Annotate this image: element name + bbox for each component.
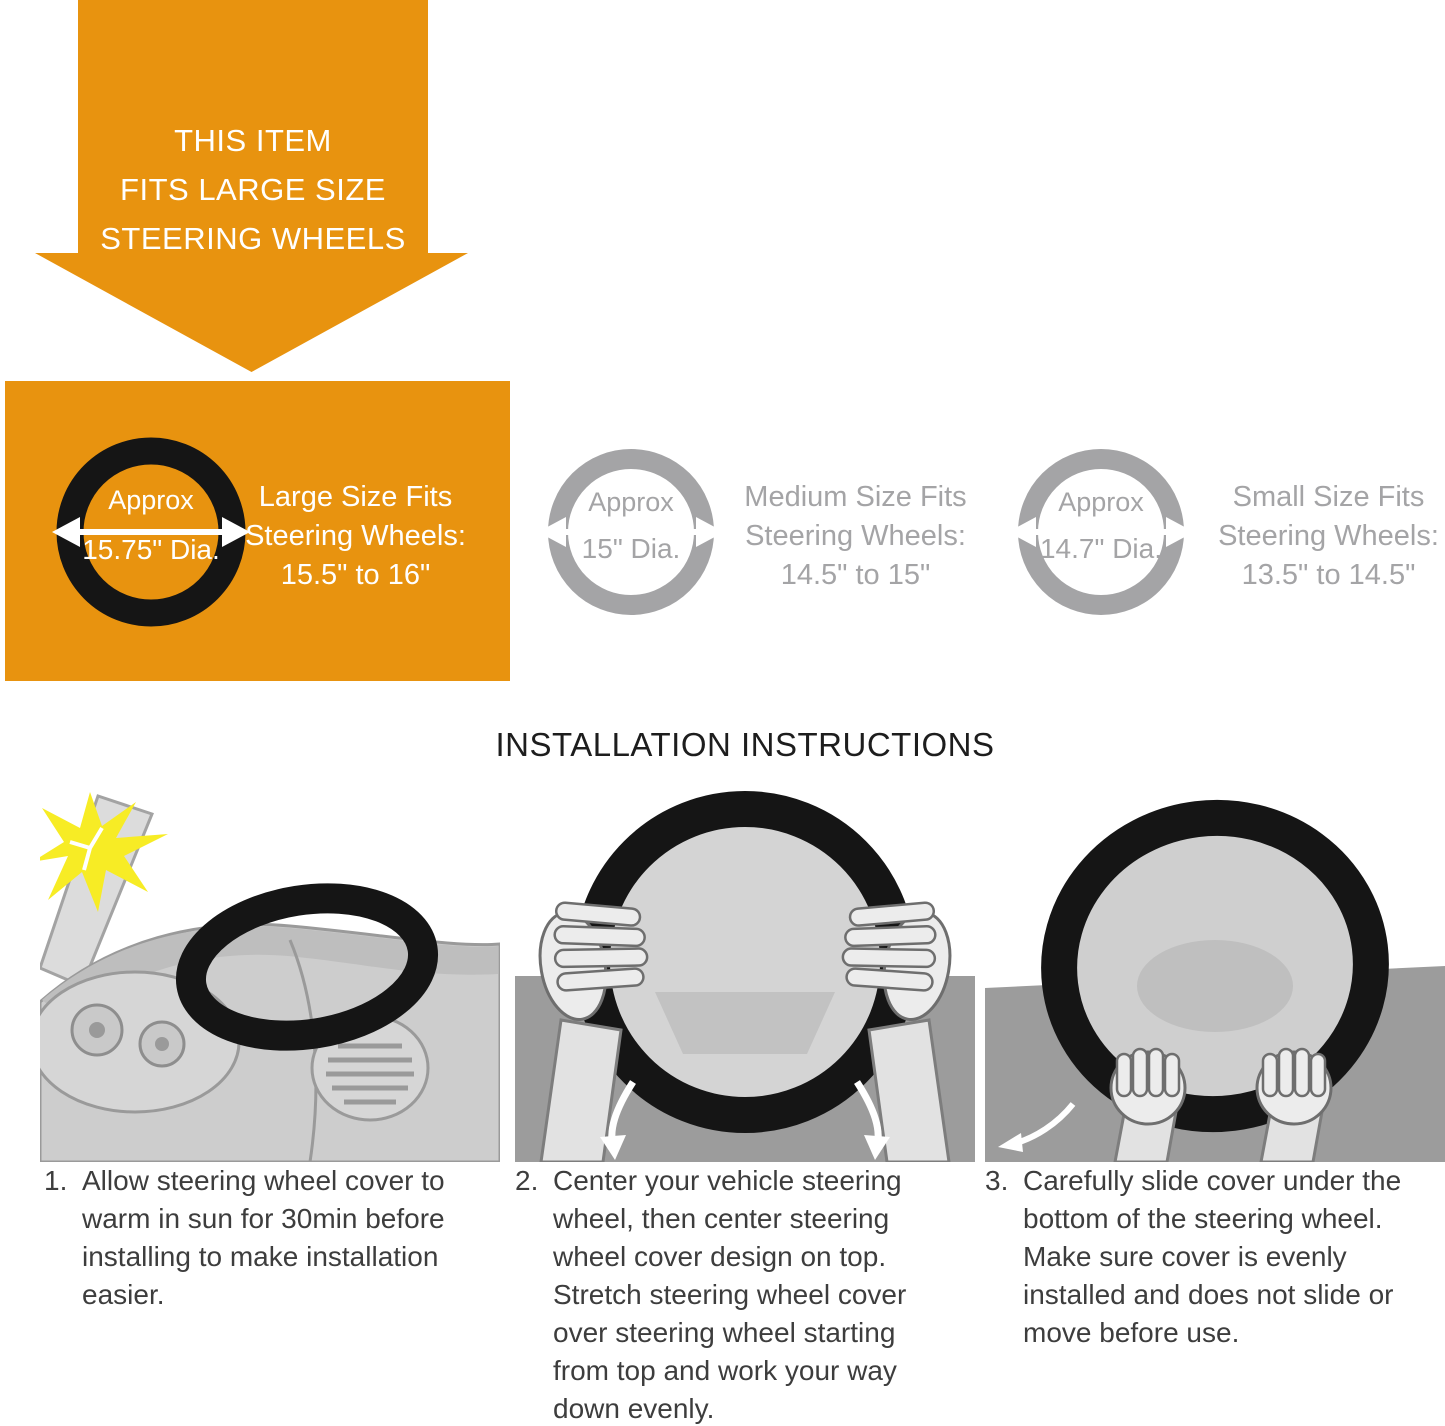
step1-number: 1. [44, 1165, 68, 1196]
left-hand-icon [538, 901, 649, 1162]
banner-line-1: THIS ITEM [174, 123, 332, 158]
medium-size-ring-icon [538, 449, 724, 615]
double-headed-arrow-icon [52, 517, 250, 547]
step1-caption: 1. Allow steering wheel cover to warm in… [44, 1162, 484, 1314]
step1-warm-in-sun-illustration [40, 792, 500, 1162]
step2-center-cover-illustration [515, 791, 975, 1162]
small-approx-label: Approx [1058, 487, 1144, 517]
step3-number: 3. [985, 1165, 1009, 1196]
double-headed-arrow-icon [1008, 517, 1194, 547]
large-size-ring-icon [52, 437, 250, 627]
medium-approx-label: Approx [588, 487, 674, 517]
small-label-line-2: Steering Wheels: [1218, 520, 1439, 552]
step2-number: 2. [515, 1165, 539, 1196]
medium-label-line-2: Steering Wheels: [745, 520, 966, 552]
small-label-line-1: Small Size Fits [1232, 481, 1425, 513]
medium-diameter-label: 15" Dia. [581, 533, 681, 564]
large-diameter-label: 15.75" Dia. [82, 534, 220, 565]
large-label-line-1: Large Size Fits [258, 481, 453, 513]
small-size-ring-icon [1008, 449, 1194, 615]
medium-label-line-3: 14.5" to 15" [780, 559, 931, 591]
medium-label-line-1: Medium Size Fits [744, 481, 967, 513]
large-approx-label: Approx [108, 485, 194, 515]
step1-text: Allow steering wheel cover to warm in su… [82, 1165, 445, 1310]
large-label-line-3: 15.5" to 16" [280, 559, 431, 591]
double-headed-arrow-icon [538, 517, 724, 547]
steering-wheel-cover-ring [175, 883, 439, 1051]
slide-under-arrows-icon [998, 840, 1426, 1152]
wheel-hub [1137, 940, 1293, 1032]
banner-text: THIS ITEM FITS LARGE SIZE STEERING WHEEL… [78, 116, 428, 263]
wheel-hub [655, 992, 835, 1054]
large-size-description: Large Size Fits Steering Wheels: 15.5" t… [238, 478, 473, 595]
small-size-description: Small Size Fits Steering Wheels: 13.5" t… [1206, 478, 1445, 595]
wheel-inner [593, 810, 897, 1114]
small-diameter-label: 14.7" Dia. [1039, 533, 1162, 564]
medium-size-description: Medium Size Fits Steering Wheels: 14.5" … [738, 478, 973, 595]
installation-instructions-title: INSTALLATION INSTRUCTIONS [495, 726, 995, 763]
banner-line-3: STEERING WHEELS [100, 221, 406, 256]
small-label-line-3: 13.5" to 14.5" [1241, 559, 1416, 591]
down-arrow-banner-icon [35, 0, 468, 372]
sun-burst-icon [40, 792, 168, 912]
step2-text: Center your vehicle steering wheel, then… [553, 1165, 907, 1424]
step3-slide-under-illustration [985, 799, 1445, 1162]
large-label-line-2: Steering Wheels: [245, 520, 466, 552]
step3-text: Carefully slide cover under the bottom o… [1023, 1165, 1402, 1348]
step2-caption: 2. Center your vehicle steering wheel, t… [515, 1162, 955, 1426]
left-fist-icon [1109, 1047, 1187, 1162]
wheel-cover-ring [1041, 799, 1389, 1133]
fits-large-size-banner: THIS ITEM FITS LARGE SIZE STEERING WHEEL… [35, 0, 468, 372]
banner-line-2: FITS LARGE SIZE [120, 172, 386, 207]
stretch-down-arrows-icon [600, 1080, 890, 1160]
step3-caption: 3. Carefully slide cover under the botto… [985, 1162, 1445, 1352]
